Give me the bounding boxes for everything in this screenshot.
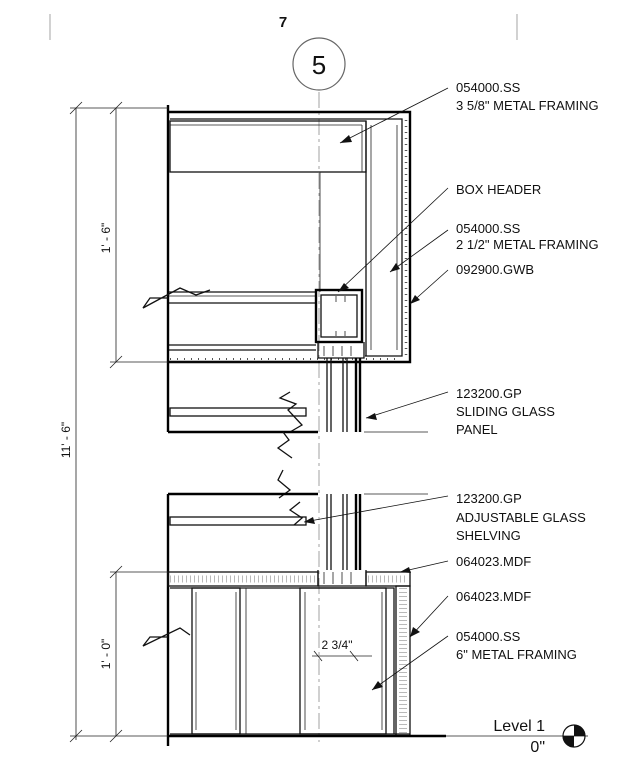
leader-lines: [303, 87, 449, 691]
break-line-upper: [142, 287, 211, 309]
annotation-3: 054000.SS 2 1/2" METAL FRAMING: [456, 221, 599, 252]
annotation-1: 054000.SS 3 5/8" METAL FRAMING: [456, 80, 599, 113]
annotation-line2: SLIDING GLASS: [456, 404, 555, 419]
annotation-line1: 064023.MDF: [456, 589, 531, 604]
level-target-icon: [560, 724, 588, 748]
annotation-line1: 123200.GP: [456, 491, 522, 506]
annotation-8: 064023.MDF: [456, 589, 531, 604]
grid-bubble-label: 5: [312, 50, 326, 80]
sheet-top-number: 7: [279, 14, 287, 31]
dim-lower: 1' - 0": [99, 639, 113, 670]
annotation-6: 123200.GP ADJUSTABLE GLASS SHELVING: [456, 491, 586, 543]
lower-cabinet-assembly: [166, 492, 446, 746]
annotation-4: 092900.GWB: [456, 262, 534, 277]
upper-shelf: [168, 391, 428, 434]
leader-arrows: [304, 135, 420, 690]
annotation-line1: 054000.SS: [456, 221, 521, 236]
annotation-line1: 054000.SS: [456, 80, 521, 95]
dimension-strings: [69, 101, 372, 743]
dim-overall: 11' - 6": [59, 422, 73, 458]
dim-upper: 1' - 6": [99, 223, 113, 254]
annotation-line1: 092900.GWB: [456, 262, 534, 277]
annotation-line1: 123200.GP: [456, 386, 522, 401]
grid-bubble: 5: [292, 37, 346, 91]
sliding-glass-panel-upper: [326, 358, 362, 432]
annotation-line1: BOX HEADER: [456, 182, 541, 197]
upper-soffit-assembly: [166, 105, 412, 432]
dim-shelf-gap: 2 3/4": [322, 638, 353, 652]
annotation-line1: 064023.MDF: [456, 554, 531, 569]
annotation-line1: 054000.SS: [456, 629, 521, 644]
level-elevation: 0": [530, 739, 545, 756]
annotation-9: 054000.SS 6" METAL FRAMING: [456, 629, 577, 662]
break-zigzag-top: [276, 431, 293, 459]
level-marker: Level 1 0": [446, 718, 588, 756]
annotation-2: BOX HEADER: [456, 182, 541, 197]
break-line-lower: [142, 627, 191, 647]
annotation-line2: ADJUSTABLE GLASS: [456, 510, 586, 525]
annotation-line2: 6" METAL FRAMING: [456, 647, 577, 662]
annotation-5: 123200.GP SLIDING GLASS PANEL: [456, 386, 555, 437]
level-name: Level 1: [493, 718, 545, 735]
sheet-border-ticks: [49, 14, 518, 40]
annotation-line2: 3 5/8" METAL FRAMING: [456, 98, 599, 113]
annotation-line2: 2 1/2" METAL FRAMING: [456, 237, 599, 252]
annotation-line3: SHELVING: [456, 528, 521, 543]
annotation-line3: PANEL: [456, 422, 498, 437]
annotation-7: 064023.MDF: [456, 554, 531, 569]
